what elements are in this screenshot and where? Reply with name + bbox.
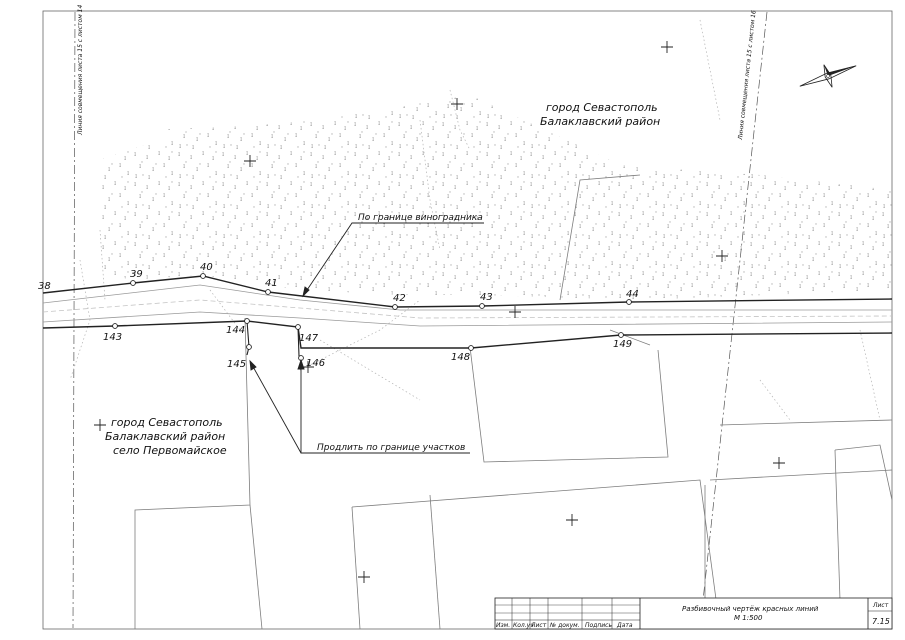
point-144-marker: [244, 318, 250, 324]
point-43-marker: [479, 303, 485, 309]
vineyard-callout-leader: [302, 222, 484, 297]
region-north-line2: Балаклавский район: [540, 115, 660, 128]
title-block-header-count: Кол.уч: [513, 622, 534, 629]
grid-cross: [244, 155, 256, 167]
points-south-markers: [112, 318, 624, 361]
point-147-label: 147: [299, 333, 319, 344]
point-148-marker: [468, 345, 474, 351]
sheet-junction-right: [699, 11, 768, 629]
point-143-label: 143: [103, 332, 122, 343]
region-south-line3: село Первомайское: [113, 444, 227, 457]
extend-callout-arrow-2: [249, 359, 257, 371]
grid-cross: [94, 419, 106, 431]
point-41-label: 41: [265, 278, 278, 289]
extend-callout-leader-1: [300, 363, 470, 454]
vineyard-callout-arrow: [302, 286, 310, 298]
grid-cross: [302, 361, 314, 373]
point-145-label: 145: [227, 359, 246, 370]
extend-callout-text: Продлить по границе участков: [317, 443, 465, 453]
grid-cross: [716, 250, 728, 262]
grid-cross: [358, 571, 370, 583]
title-block-header-sheet: Лист: [530, 622, 547, 629]
point-38-label: 38: [38, 281, 51, 292]
point-149-label: 149: [613, 339, 632, 350]
points-north-markers: [130, 273, 632, 310]
title-block-header-doc: № докум.: [549, 622, 580, 629]
red-line-north: [42, 275, 893, 308]
red-line-south-branch: [246, 320, 250, 356]
extend-callout-arrow-1: [297, 358, 305, 370]
point-44-marker: [626, 299, 632, 305]
terrain-contours: [69, 19, 881, 421]
point-40-label: 40: [200, 262, 213, 273]
north-arrow-icon: [799, 64, 857, 88]
callout-leaders: [249, 222, 484, 454]
point-145-marker: [246, 344, 252, 350]
region-north-line1: город Севастополь: [546, 101, 658, 114]
vineyard-callout-text: По границе виноградника: [358, 213, 483, 223]
point-146-label: 146: [306, 358, 325, 369]
sheet-edge-left-label: Линия совмещения листа 15 с листом 14: [77, 5, 84, 136]
point-149-marker: [618, 332, 624, 338]
red-line-south: [42, 320, 893, 349]
vineyard-area: [100, 95, 892, 300]
point-43-label: 43: [480, 292, 493, 303]
title-block: [494, 597, 893, 630]
point-42-label: 42: [393, 293, 406, 304]
sheet-label: Лист: [872, 602, 889, 609]
sheet-frame: [42, 10, 893, 630]
grid-cross: [661, 41, 673, 53]
road-edges: [42, 284, 893, 327]
point-42-marker: [392, 304, 398, 310]
point-147-marker: [295, 324, 301, 330]
point-148-label: 148: [451, 352, 470, 363]
point-144-label: 144: [226, 325, 245, 336]
point-39-marker: [130, 280, 136, 286]
title-block-header-date: Дата: [616, 622, 633, 629]
point-44-label: 44: [626, 289, 639, 300]
region-south-line1: город Севастополь: [111, 416, 223, 429]
drawing-scale: М 1:500: [734, 614, 763, 622]
grid-cross: [566, 514, 578, 526]
grid-crosses: [94, 41, 785, 583]
point-143-marker: [112, 323, 118, 329]
grid-cross: [773, 457, 785, 469]
sheet-edge-right-label: Линия совмещения листа 15 с листом 16: [737, 10, 758, 141]
title-block-header-signature: Подпись: [585, 622, 612, 629]
drawing-title: Разбивочный чертёж красных линий: [682, 605, 819, 613]
title-block-header-change: Изм.: [496, 622, 510, 629]
vineyard-area-edge: [150, 125, 270, 130]
region-south-line2: Балаклавский район: [105, 430, 225, 443]
grid-cross: [451, 98, 463, 110]
point-40-marker: [200, 273, 206, 279]
sheet-number: 7.15: [872, 617, 890, 626]
point-41-marker: [265, 289, 271, 295]
extend-callout-leader-2: [250, 362, 302, 454]
grid-cross: [509, 306, 521, 318]
point-39-label: 39: [130, 269, 143, 280]
